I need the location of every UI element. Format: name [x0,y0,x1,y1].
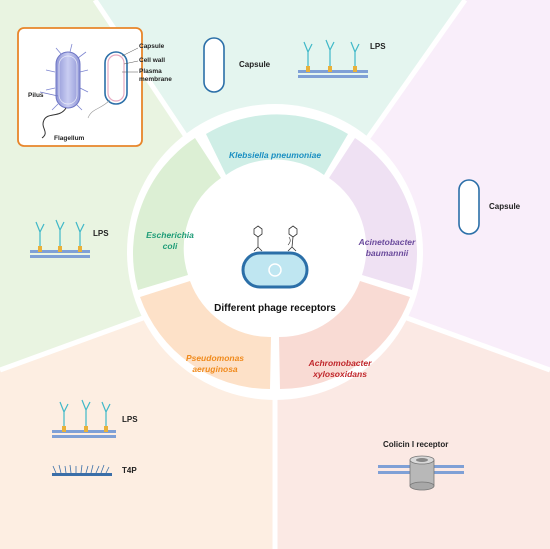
diagram-title: Different phage receptors [214,303,336,314]
ring-segment-escherichia [132,138,221,290]
t4p-icon [52,464,112,476]
phage-dna-icon [287,236,291,246]
klebsiella-capsule-icon [203,37,225,93]
inset-plasma-label: Plasma [139,68,162,75]
ring-segment-pseudomonas [140,281,271,389]
achromobacter-colicin-label: Colicin I receptor [383,440,449,449]
inset-membrane-label: membrane [139,76,172,83]
lps-membrane-pseudomonas [52,399,116,438]
klebsiella-lps-label: LPS [370,42,386,51]
ring-segment-acinetobacter [329,138,418,290]
pseudomonas-name-line2: aeruginosa [192,364,238,374]
escherichia-name-line2: coli [162,241,178,251]
ring-segment-klebsiella [206,114,348,175]
colicin-receptor-icon [378,455,464,491]
phage-icon [253,225,298,252]
klebsiella-capsule-label: Capsule [239,60,271,69]
achromobacter-name-line2: xylosoxidans [313,369,367,379]
inset-capsule-label: Capsule [139,43,165,50]
inset-cell-wall-label: Cell wall [139,57,166,64]
escherichia-name-line1: Escherichia [146,230,194,240]
ring-segment-achromobacter [279,281,410,389]
pseudomonas-t4p-label: T4P [122,466,137,475]
lps-membrane-escherichia [30,219,90,258]
inset-pilus-label: Pilus [28,92,44,99]
acinetobacter-name-line2: baumannii [365,248,409,258]
inset-bacterium-diagram [39,43,139,139]
pseudomonas-name-line1: Pseudomonas [185,353,245,363]
lps-membrane-klebsiella [298,39,368,78]
center-bacterium-nucleoid [268,263,282,277]
center-bacterium [241,251,309,289]
pseudomonas-lps-label: LPS [122,415,138,424]
achromobacter-name-line1: Achromobacter [308,358,372,368]
acinetobacter-capsule-icon [458,179,480,235]
klebsiella-name: Klebsiella pneumoniae [228,150,322,160]
escherichia-lps-label: LPS [93,229,109,238]
inset-flagellum-label: Flagellum [54,135,85,142]
acinetobacter-capsule-label: Capsule [489,202,521,211]
acinetobacter-name-line1: Acinetobacter [358,237,416,247]
